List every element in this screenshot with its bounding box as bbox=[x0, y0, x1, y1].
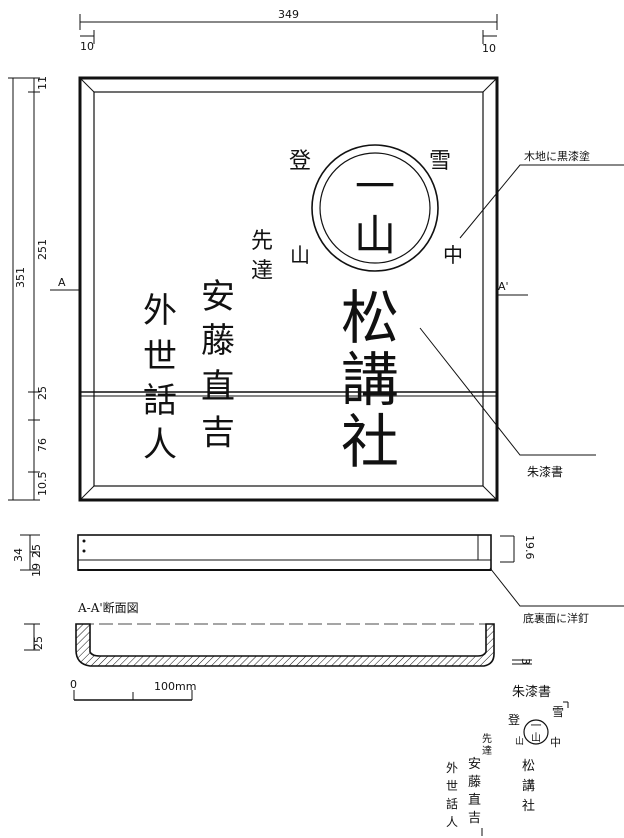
legend-char-se: 世 bbox=[446, 779, 458, 793]
plaque-char-matsu: 松 bbox=[341, 284, 399, 352]
legend-char-yuki: 雪 bbox=[552, 705, 564, 719]
section-profile bbox=[75, 623, 495, 667]
legend-char-an: 安 bbox=[468, 757, 481, 772]
plaque-char-datsu: 達 bbox=[251, 259, 273, 284]
plaque-char-naka: 中 bbox=[443, 243, 463, 267]
plaque-char-sen: 先 bbox=[251, 229, 273, 254]
dim-25-section: 25 bbox=[32, 636, 45, 650]
crest-inner-ring bbox=[319, 152, 431, 264]
marker-a-prime: A' bbox=[498, 280, 509, 293]
cross-section: A-A'断面図 25 3 bbox=[24, 600, 532, 667]
legend-crest-bottom: 山 bbox=[531, 732, 541, 744]
plaque-char-se: 世 bbox=[143, 337, 177, 377]
plaque-char-sha: 社 bbox=[341, 408, 399, 476]
legend-char-datsu: 達 bbox=[482, 745, 492, 757]
dim-349: 349 bbox=[278, 8, 299, 21]
legend-char-wa: 話 bbox=[446, 796, 458, 811]
dim-19: 19 bbox=[30, 563, 43, 577]
dim-25-side: 25 bbox=[30, 544, 43, 558]
dim-10-left: 10 bbox=[80, 40, 94, 53]
dim-34: 34 bbox=[12, 548, 25, 562]
section-marker-right: A' bbox=[496, 280, 528, 296]
legend-char-nao: 直 bbox=[468, 793, 481, 808]
left-height-dimensions: 351 11 251 25 76 10.5 bbox=[8, 76, 49, 501]
legend-char-yama: 山 bbox=[515, 736, 524, 747]
plaque-front-view: 一 山 登 雪 山 中 松 講 社 先 達 安 藤 直 吉 外 世 話 人 bbox=[78, 76, 499, 502]
dim-19-6: 19.6 bbox=[523, 535, 536, 560]
note-vermilion-text: 朱漆書 bbox=[527, 465, 563, 479]
legend-crest bbox=[523, 719, 549, 745]
plaque-char-to-wisteria: 藤 bbox=[201, 321, 235, 361]
marker-a: A bbox=[58, 276, 66, 289]
note-wood-lacquer-text: 木地に黒漆塗 bbox=[524, 149, 590, 163]
legend-title: 朱漆書 bbox=[512, 684, 551, 700]
scale-bar: 0 100mm bbox=[70, 678, 196, 701]
plaque-char-kichi: 吉 bbox=[201, 413, 235, 453]
crest-outer-ring bbox=[311, 144, 439, 272]
inscription-legend: 朱漆書 登 雪 一 山 山 中 先 達 松 講 社 安 藤 直 吉 外 世 話 … bbox=[446, 684, 569, 836]
dim-351: 351 bbox=[14, 267, 27, 288]
legend-char-to-wisteria: 藤 bbox=[468, 775, 481, 790]
dim-251: 251 bbox=[36, 239, 49, 260]
legend-char-to: 登 bbox=[508, 712, 520, 727]
legend-char-sen: 先 bbox=[482, 733, 492, 745]
legend-char-nin: 人 bbox=[446, 815, 458, 829]
note-vermilion: 朱漆書 bbox=[419, 327, 596, 479]
dim-76: 76 bbox=[36, 438, 49, 452]
scale-zero: 0 bbox=[70, 678, 77, 691]
crest-char-bottom: 山 bbox=[354, 211, 396, 260]
plaque-char-an: 安 bbox=[201, 277, 235, 317]
plaque-char-nin: 人 bbox=[143, 425, 177, 465]
plaque-char-to: 登 bbox=[289, 149, 311, 174]
dim-10-right: 10 bbox=[482, 42, 496, 55]
plaque-char-soto: 外 bbox=[143, 291, 177, 331]
dim-3: 3 bbox=[519, 658, 532, 665]
legend-char-matsu: 松 bbox=[522, 759, 535, 774]
scale-100mm: 100mm bbox=[154, 680, 196, 693]
plaque-char-wa: 話 bbox=[143, 381, 177, 421]
legend-char-sha: 社 bbox=[522, 798, 535, 814]
plaque-char-nao: 直 bbox=[201, 367, 235, 407]
dim-10-5: 10.5 bbox=[36, 472, 49, 497]
plaque-char-yama: 山 bbox=[290, 243, 310, 267]
dim-11: 11 bbox=[36, 76, 49, 90]
top-width-dimension: 349 10 10 bbox=[79, 8, 498, 55]
legend-char-naka: 中 bbox=[550, 736, 561, 749]
note-wood-lacquer: 木地に黒漆塗 bbox=[459, 149, 624, 239]
legend-char-ko: 講 bbox=[522, 778, 535, 794]
legend-char-soto: 外 bbox=[446, 761, 458, 775]
note-back-nails: 底裏面に洋釘 bbox=[489, 567, 624, 625]
dim-25: 25 bbox=[36, 386, 49, 400]
section-title: A-A'断面図 bbox=[77, 600, 139, 615]
legend-char-kichi: 吉 bbox=[468, 811, 481, 826]
note-back-nails-text: 底裏面に洋釘 bbox=[523, 611, 589, 625]
plaque-char-ko: 講 bbox=[341, 346, 399, 414]
plaque-char-yuki: 雪 bbox=[429, 149, 451, 174]
section-marker-left: A bbox=[50, 276, 82, 291]
legend-crest-top: 一 bbox=[531, 719, 542, 732]
crest-char-top: 一 bbox=[355, 164, 395, 210]
side-view: 34 19 25 19.6 bbox=[12, 534, 536, 577]
